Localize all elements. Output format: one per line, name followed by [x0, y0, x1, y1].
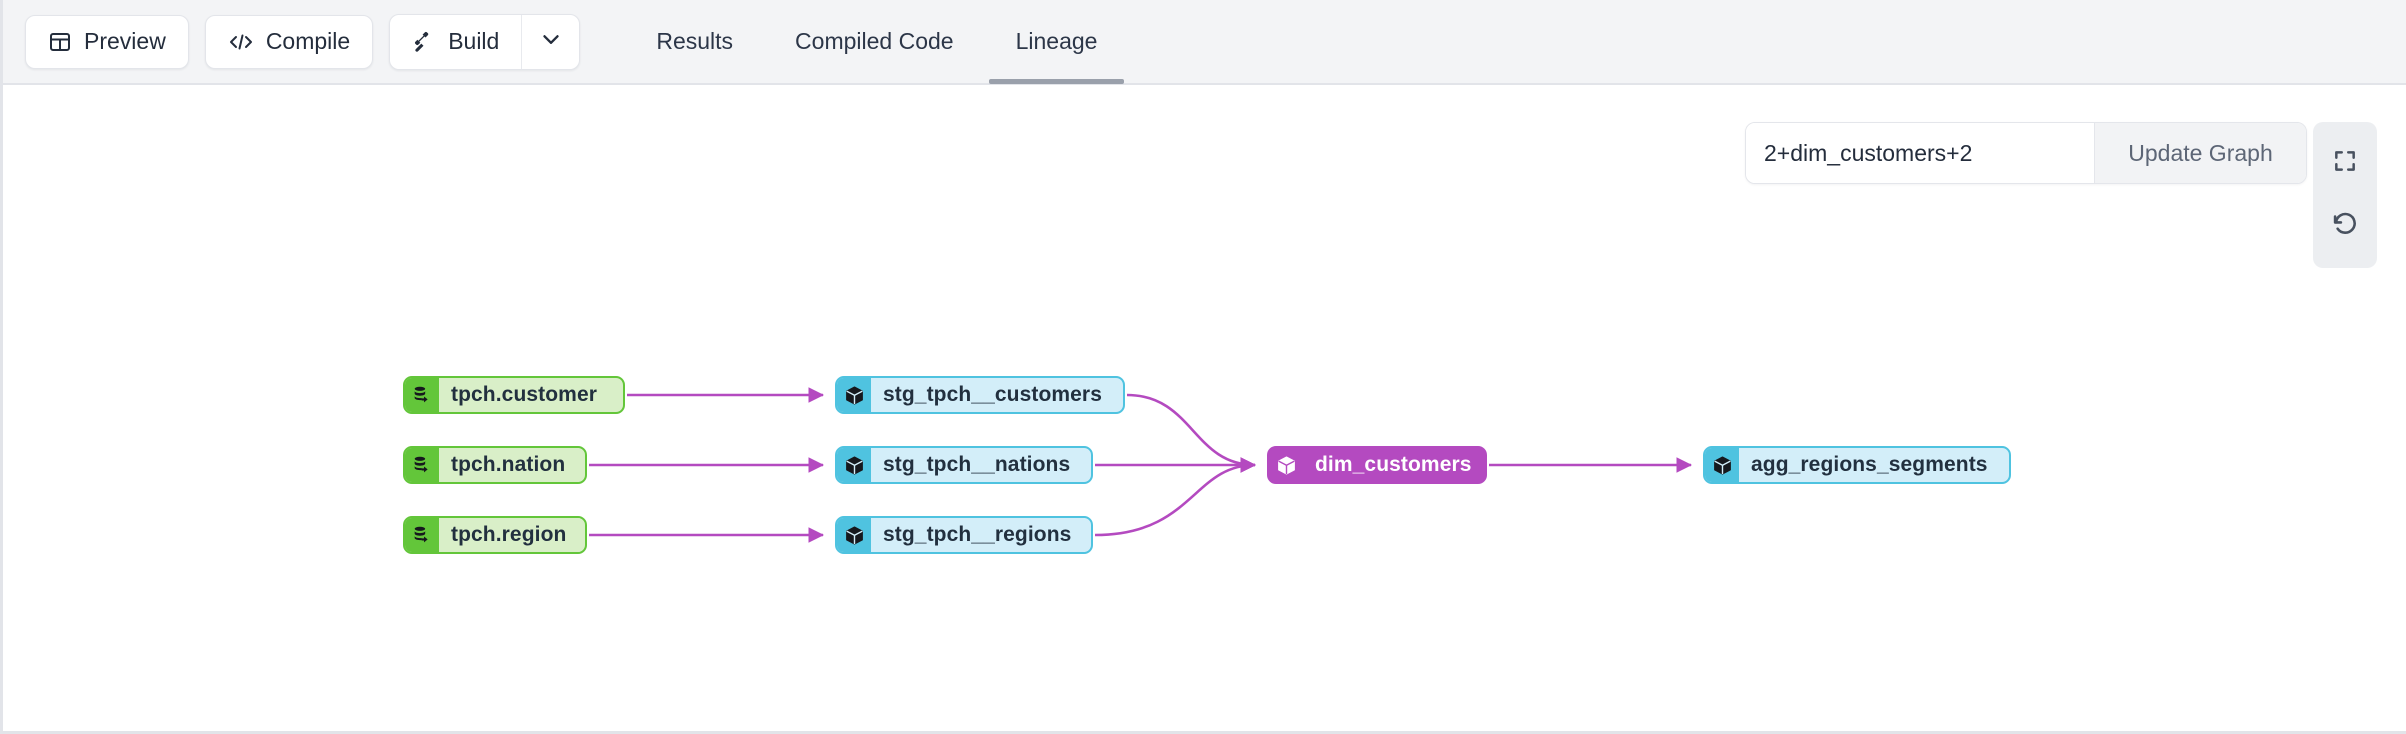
lineage-node-stg-tpch-nations[interactable]: stg_tpch__nations: [835, 446, 1093, 484]
tab-compiled-code[interactable]: Compiled Code: [764, 0, 985, 84]
lineage-node-label: stg_tpch__customers: [871, 378, 1116, 412]
lineage-node-label: tpch.customer: [439, 378, 611, 412]
build-split-button: Build: [389, 14, 580, 70]
cube-model-icon: [837, 378, 871, 412]
tab-results[interactable]: Results: [625, 0, 764, 84]
lineage-graph-canvas[interactable]: tpch.customer tpch.nation: [3, 87, 2406, 731]
lineage-node-tpch-customer[interactable]: tpch.customer: [403, 376, 625, 414]
tab-lineage[interactable]: Lineage: [985, 0, 1129, 84]
hammer-icon: [412, 30, 436, 54]
database-source-icon: [405, 518, 439, 552]
compile-label: Compile: [266, 28, 350, 55]
lineage-node-tpch-nation[interactable]: tpch.nation: [403, 446, 587, 484]
table-grid-icon: [48, 30, 72, 54]
cube-model-icon: [1269, 448, 1303, 482]
preview-button[interactable]: Preview: [25, 15, 189, 69]
lineage-node-agg-regions-segments[interactable]: agg_regions_segments: [1703, 446, 2011, 484]
lineage-node-label: dim_customers: [1303, 448, 1486, 482]
cube-model-icon: [1705, 448, 1739, 482]
build-label: Build: [448, 28, 499, 55]
lineage-edges: [3, 87, 2406, 731]
lineage-node-tpch-region[interactable]: tpch.region: [403, 516, 587, 554]
tab-lineage-label: Lineage: [1016, 28, 1098, 55]
lineage-node-label: tpch.region: [439, 518, 580, 552]
code-brackets-icon: [228, 30, 254, 54]
lineage-node-label: tpch.nation: [439, 448, 579, 482]
lineage-node-label: stg_tpch__regions: [871, 518, 1085, 552]
edge-stg-customers-to-dim: [1127, 395, 1255, 465]
build-button[interactable]: Build: [390, 15, 521, 69]
edge-stg-regions-to-dim: [1095, 465, 1255, 535]
lineage-node-label: stg_tpch__nations: [871, 448, 1084, 482]
preview-label: Preview: [84, 28, 166, 55]
lineage-node-label: agg_regions_segments: [1739, 448, 2002, 482]
database-source-icon: [405, 378, 439, 412]
top-toolbar: Preview Compile: [3, 0, 2406, 85]
tab-compiled-code-label: Compiled Code: [795, 28, 954, 55]
panel-tabs: Results Compiled Code Lineage: [625, 0, 1128, 84]
cube-model-icon: [837, 448, 871, 482]
lineage-node-stg-tpch-customers[interactable]: stg_tpch__customers: [835, 376, 1125, 414]
lineage-node-stg-tpch-regions[interactable]: stg_tpch__regions: [835, 516, 1093, 554]
compile-button[interactable]: Compile: [205, 15, 373, 69]
tab-results-label: Results: [656, 28, 733, 55]
build-dropdown-button[interactable]: [521, 15, 579, 69]
action-button-group: Preview Compile: [25, 14, 580, 70]
chevron-down-icon: [538, 26, 564, 57]
database-source-icon: [405, 448, 439, 482]
lineage-node-dim-customers[interactable]: dim_customers: [1267, 446, 1487, 484]
cube-model-icon: [837, 518, 871, 552]
